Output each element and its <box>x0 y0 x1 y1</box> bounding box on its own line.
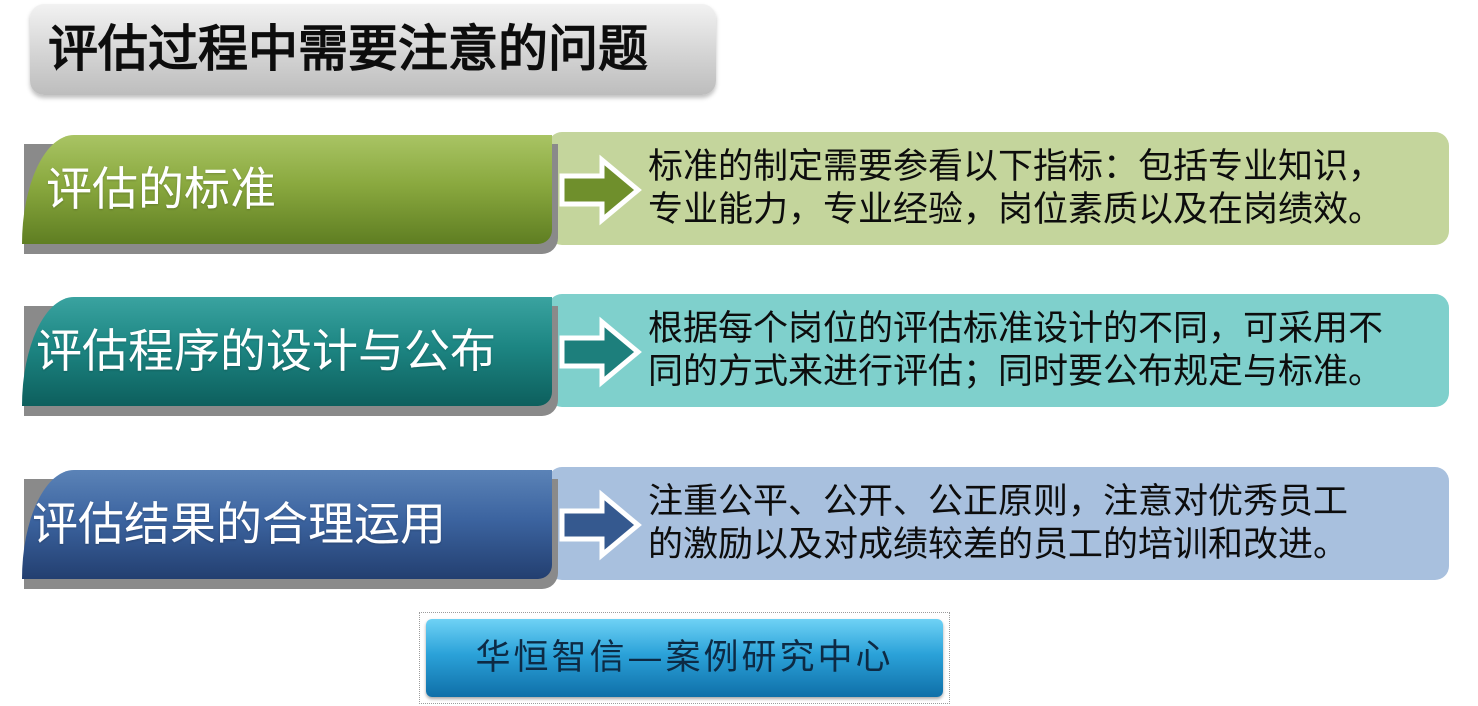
criteria-row-procedure: 根据每个岗位的评估标准设计的不同，可采用不 同的方式来进行评估；同时要公布规定与… <box>0 294 1478 424</box>
right-arrow-icon <box>559 154 642 226</box>
footer-badge-frame: 华恒智信—案例研究中心 <box>419 612 950 704</box>
description-line: 的激励以及对成绩较差的员工的培训和改进。 <box>648 525 1349 565</box>
description-panel: 根据每个岗位的评估标准设计的不同，可采用不 同的方式来进行评估；同时要公布规定与… <box>548 294 1449 407</box>
right-arrow-icon <box>559 316 642 388</box>
footer-badge: 华恒智信—案例研究中心 <box>426 619 943 697</box>
footer-badge-text: 华恒智信—案例研究中心 <box>475 638 894 678</box>
description-text: 标准的制定需要参看以下指标：包括专业知识， 专业能力，专业经验，岗位素质以及在岗… <box>648 146 1438 232</box>
description-panel: 注重公平、公开、公正原则，注意对优秀员工 的激励以及对成绩较差的员工的培训和改进… <box>548 467 1449 580</box>
row-label: 评估结果的合理运用 <box>32 497 446 551</box>
description-line: 同的方式来进行评估；同时要公布规定与标准。 <box>648 352 1384 392</box>
description-line: 专业能力，专业经验，岗位素质以及在岗绩效。 <box>648 190 1384 230</box>
title-banner: 评估过程中需要注意的问题 <box>30 4 716 95</box>
description-panel: 标准的制定需要参看以下指标：包括专业知识， 专业能力，专业经验，岗位素质以及在岗… <box>548 132 1449 245</box>
right-arrow-icon <box>559 489 642 561</box>
label-tab: 评估结果的合理运用 <box>22 470 552 579</box>
label-tab: 评估程序的设计与公布 <box>22 297 552 406</box>
row-label: 评估的标准 <box>46 162 276 216</box>
description-line: 标准的制定需要参看以下指标：包括专业知识， <box>648 147 1384 187</box>
label-tab: 评估的标准 <box>22 135 552 244</box>
description-text: 注重公平、公开、公正原则，注意对优秀员工 的激励以及对成绩较差的员工的培训和改进… <box>648 481 1438 567</box>
criteria-row-results: 注重公平、公开、公正原则，注意对优秀员工 的激励以及对成绩较差的员工的培训和改进… <box>0 467 1478 597</box>
criteria-row-standard: 标准的制定需要参看以下指标：包括专业知识， 专业能力，专业经验，岗位素质以及在岗… <box>0 132 1478 262</box>
page-title: 评估过程中需要注意的问题 <box>48 20 648 78</box>
description-line: 根据每个岗位的评估标准设计的不同，可采用不 <box>648 309 1384 349</box>
row-label: 评估程序的设计与公布 <box>36 324 496 378</box>
description-text: 根据每个岗位的评估标准设计的不同，可采用不 同的方式来进行评估；同时要公布规定与… <box>648 308 1438 394</box>
description-line: 注重公平、公开、公正原则，注意对优秀员工 <box>648 482 1349 522</box>
